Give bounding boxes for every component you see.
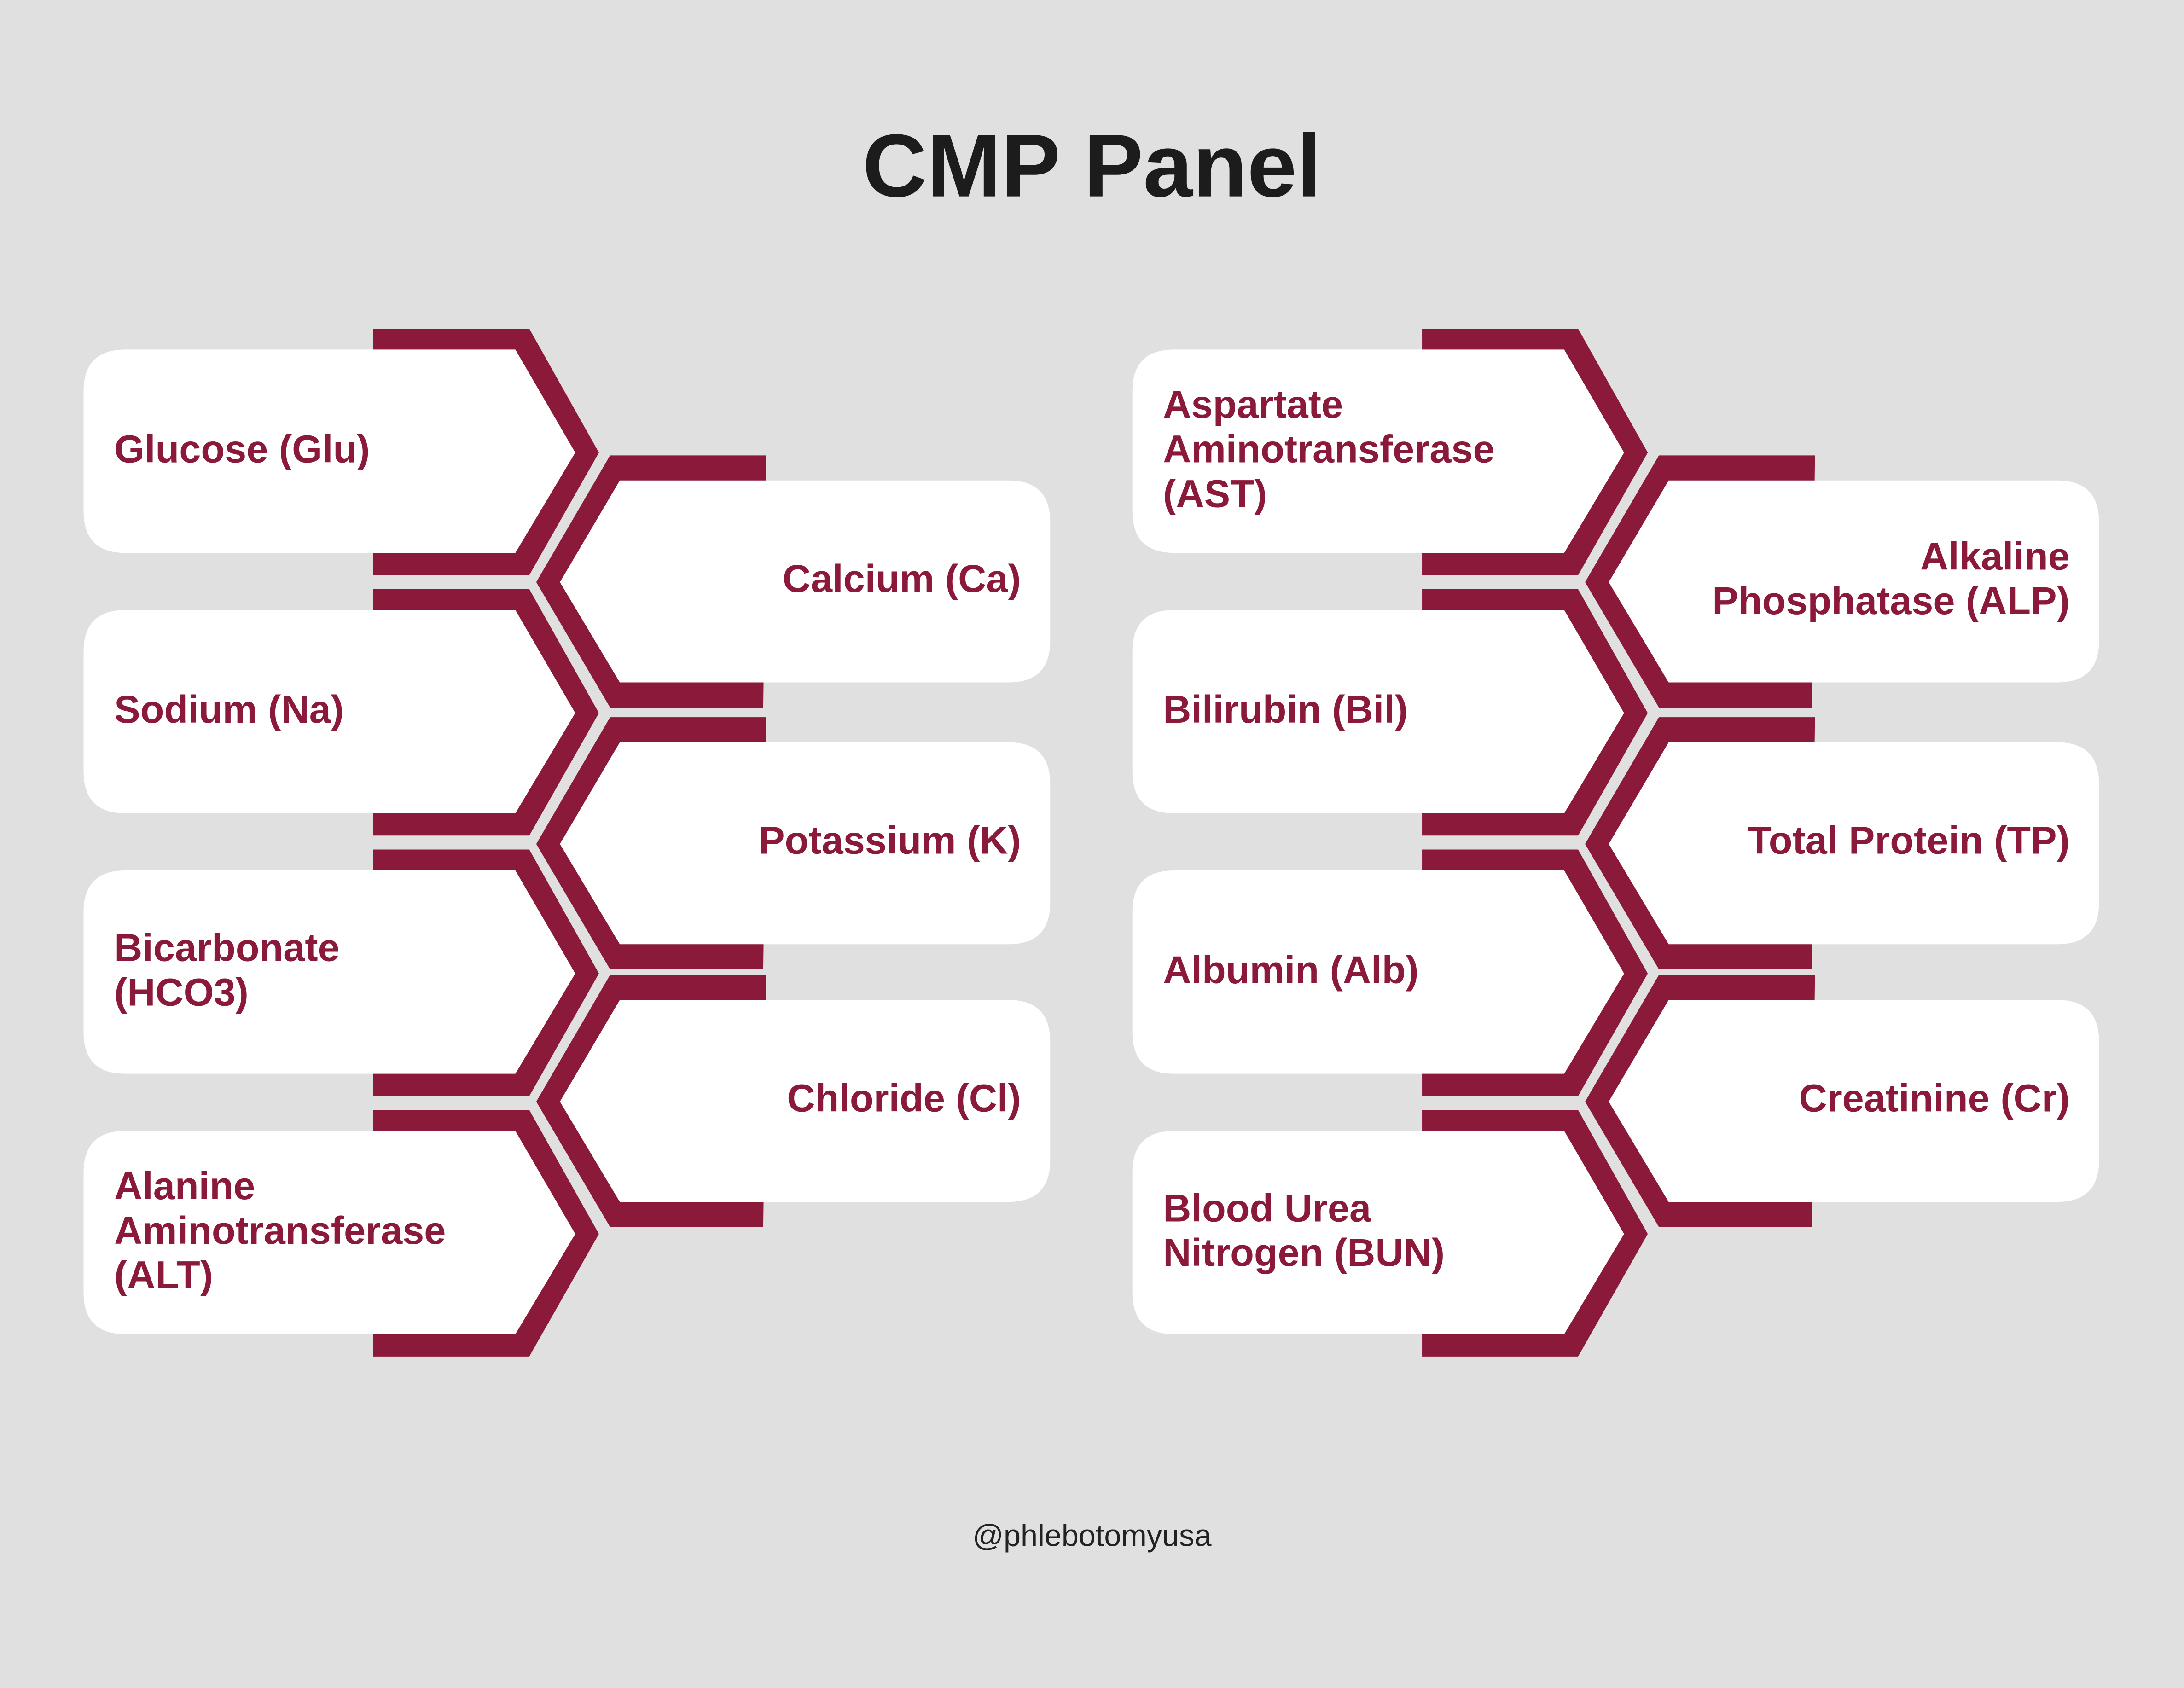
card-label-line: Nitrogen (BUN) xyxy=(1163,1231,1445,1275)
card-label-line: Phosphatase (ALP) xyxy=(1712,579,2070,623)
card-left xyxy=(1132,610,1624,813)
footer-handle: @phlebotomyusa xyxy=(972,1518,1212,1553)
card-label: Potassium (K) xyxy=(759,819,1021,864)
card-right xyxy=(560,480,1051,683)
card-label-line: Potassium (K) xyxy=(759,818,1021,862)
card-label: Bilirubin (Bil) xyxy=(1163,688,1408,733)
card-right xyxy=(560,742,1051,945)
card-right xyxy=(1609,742,2099,945)
card-label: Bicarbonate(HCO3) xyxy=(114,926,340,1015)
card-label: Sodium (Na) xyxy=(114,688,344,733)
card-label-line: Aminotransferase xyxy=(1163,427,1495,471)
card-label-line: Chloride (Cl) xyxy=(787,1076,1021,1120)
card-left xyxy=(83,349,575,553)
card-label: Glucose (Glu) xyxy=(114,428,370,472)
card-label-line: (AST) xyxy=(1163,472,1267,516)
card-label: Total Protein (TP) xyxy=(1748,819,2070,864)
card-label-line: (ALT) xyxy=(114,1253,213,1297)
card-label-line: Bicarbonate xyxy=(114,926,340,969)
card-label-line: Sodium (Na) xyxy=(114,688,344,731)
card-label-line: (HCO3) xyxy=(114,970,249,1014)
card-label: Albumin (Alb) xyxy=(1163,948,1418,993)
card-label-line: Aspartate xyxy=(1163,383,1343,426)
card-label-line: Albumin (Alb) xyxy=(1163,948,1419,992)
card-left xyxy=(83,610,575,813)
card-left xyxy=(1132,349,1624,553)
card-left xyxy=(83,870,575,1074)
card-label-line: Alanine xyxy=(114,1164,256,1208)
card-label-line: Blood Urea xyxy=(1163,1186,1371,1230)
card-left xyxy=(1132,1131,1624,1334)
card-left xyxy=(83,1131,575,1334)
card-label-line: Bilirubin (Bil) xyxy=(1163,688,1408,731)
card-label-line: Creatinine (Cr) xyxy=(1799,1076,2070,1120)
card-right xyxy=(1609,480,2099,683)
card-label-line: Alkaline xyxy=(1920,534,2070,578)
card-label-line: Glucose (Glu) xyxy=(114,427,370,471)
card-label-line: Aminotransferase xyxy=(114,1209,446,1252)
card-label: Creatinine (Cr) xyxy=(1799,1077,2070,1121)
card-label-line: Total Protein (TP) xyxy=(1748,818,2070,862)
card-label: Chloride (Cl) xyxy=(787,1077,1021,1121)
card-label-line: Calcium (Ca) xyxy=(782,557,1021,600)
card-label: Calcium (Ca) xyxy=(783,557,1021,602)
card-right xyxy=(1609,1000,2099,1202)
card-left xyxy=(1132,870,1624,1074)
card-right xyxy=(560,1000,1051,1202)
page-title: CMP Panel xyxy=(862,116,1322,216)
